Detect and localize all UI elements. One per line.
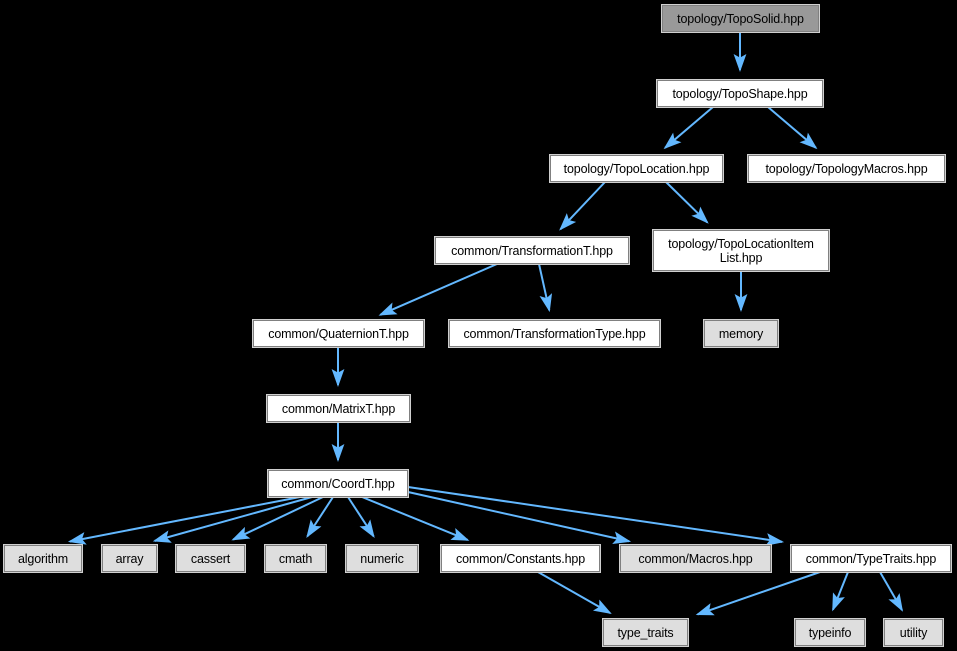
- edge-typetraits-to-type_traits: [695, 571, 821, 616]
- graph-node-quaterniont[interactable]: common/QuaternionT.hpp: [252, 319, 425, 348]
- graph-node-macros[interactable]: common/Macros.hpp: [619, 544, 772, 573]
- edge-transformationt-to-quaterniont: [378, 263, 498, 316]
- edge-topolocation-to-transformationt: [559, 181, 606, 231]
- graph-node-numeric[interactable]: numeric: [345, 544, 419, 573]
- edge-typetraits-to-utility: [879, 571, 903, 612]
- graph-node-coordt[interactable]: common/CoordT.hpp: [267, 469, 409, 498]
- graph-node-transformationtype[interactable]: common/TransformationType.hpp: [448, 319, 661, 348]
- edge-typetraits-to-typeinfo: [832, 571, 849, 612]
- graph-node-topologymacros[interactable]: topology/TopologyMacros.hpp: [747, 154, 946, 183]
- graph-node-cmath[interactable]: cmath: [264, 544, 327, 573]
- graph-node-type_traits[interactable]: type_traits: [602, 618, 689, 647]
- graph-node-toposhape[interactable]: topology/TopoShape.hpp: [656, 79, 824, 108]
- graph-node-topolocationitemlist[interactable]: topology/TopoLocationItem List.hpp: [652, 229, 830, 272]
- graph-node-typetraits[interactable]: common/TypeTraits.hpp: [790, 544, 952, 573]
- edge-coordt-to-typetraits: [407, 486, 785, 546]
- graph-node-topolocation[interactable]: topology/TopoLocation.hpp: [549, 154, 724, 183]
- graph-node-transformationt[interactable]: common/TransformationT.hpp: [434, 236, 630, 265]
- graph-node-toposolid[interactable]: topology/TopoSolid.hpp: [661, 4, 820, 33]
- graph-node-array[interactable]: array: [101, 544, 158, 573]
- edge-topolocation-to-topolocationitemlist: [665, 181, 709, 224]
- edge-transformationt-to-transformationtype: [538, 263, 553, 313]
- graph-node-algorithm[interactable]: algorithm: [3, 544, 83, 573]
- graph-node-constants[interactable]: common/Constants.hpp: [440, 544, 601, 573]
- edge-coordt-to-cmath: [306, 496, 334, 538]
- edge-coordt-to-cassert: [231, 496, 324, 541]
- edge-coordt-to-constants: [361, 496, 470, 541]
- edge-coordt-to-macros: [407, 491, 632, 545]
- edge-coordt-to-numeric: [347, 496, 375, 538]
- edge-toposhape-to-topologymacros: [767, 106, 818, 150]
- edge-constants-to-type_traits: [537, 571, 612, 615]
- graph-node-typeinfo[interactable]: typeinfo: [794, 618, 866, 647]
- edge-coordt-to-algorithm: [67, 496, 301, 545]
- graph-node-cassert[interactable]: cassert: [175, 544, 246, 573]
- edge-coordt-to-array: [152, 496, 313, 543]
- graph-node-matrixt[interactable]: common/MatrixT.hpp: [266, 394, 411, 423]
- edge-toposhape-to-topolocation: [663, 106, 714, 150]
- graph-node-utility[interactable]: utility: [883, 618, 944, 647]
- graph-node-memory[interactable]: memory: [703, 319, 779, 348]
